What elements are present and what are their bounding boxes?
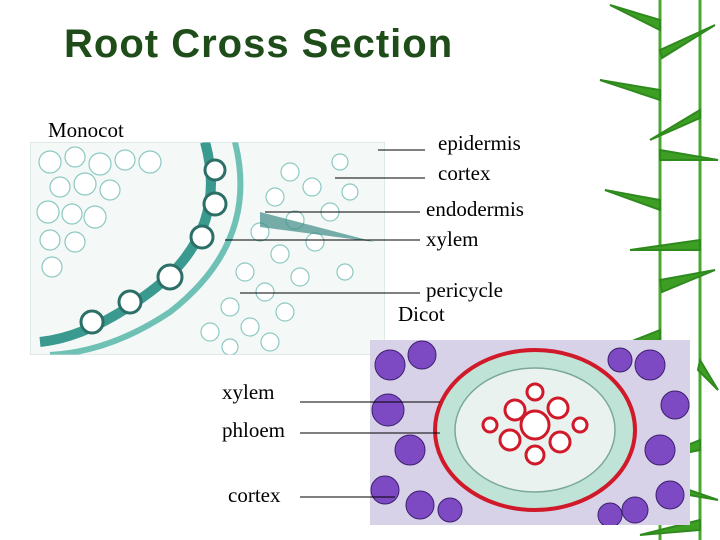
monocot-root-micrograph <box>30 142 385 355</box>
xylem-label-monocot: xylem <box>426 227 479 252</box>
dicot-label: Dicot <box>398 302 445 327</box>
cortex-label-monocot: cortex <box>438 161 490 186</box>
slide-title: Root Cross Section <box>64 22 453 67</box>
phloem-label: phloem <box>222 418 285 443</box>
cortex-label-dicot: cortex <box>228 483 280 508</box>
endodermis-label: endodermis <box>426 197 524 222</box>
monocot-label: Monocot <box>48 118 124 143</box>
dicot-root-micrograph <box>370 340 690 525</box>
epidermis-label: epidermis <box>438 131 521 156</box>
xylem-label-dicot: xylem <box>222 380 275 405</box>
pericycle-label: pericycle <box>426 278 503 303</box>
